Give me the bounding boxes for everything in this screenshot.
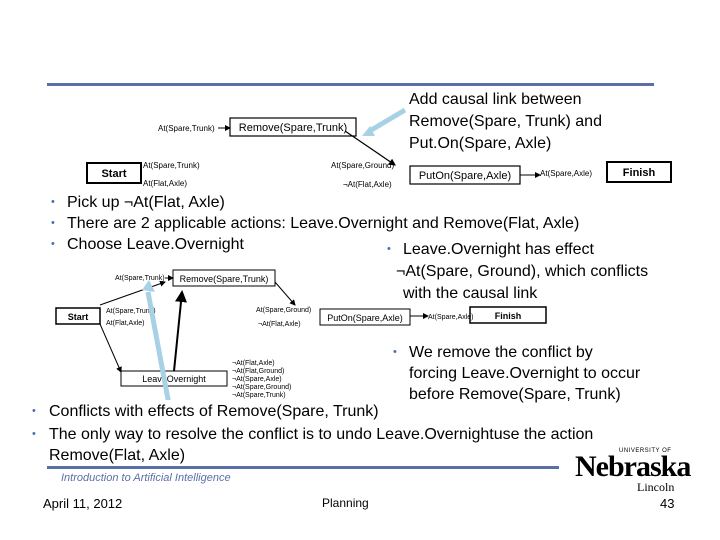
- bullet-text: ¬At(Spare, Ground), which conflicts: [396, 263, 649, 280]
- bullet-text: Remove(Flat, Axle): [49, 447, 186, 464]
- finish-precondition: At(Spare,Axle): [428, 314, 474, 321]
- bullet-text: forcing Leave.Overnight to occur: [409, 365, 641, 382]
- start-effect: At(Flat,Axle): [106, 320, 145, 327]
- bullet-dot: •: [32, 405, 36, 417]
- leave-overnight-label: LeaveOvernight: [142, 374, 206, 384]
- puton-precondition: At(Spare,Ground): [331, 161, 394, 170]
- bullet-dot: •: [32, 428, 36, 440]
- start-effect: At(Spare,Trunk): [106, 308, 156, 315]
- remove-action-label: Remove(Spare,Trunk): [239, 122, 347, 134]
- finish-box: [606, 161, 672, 183]
- start-effect: At(Spare,Trunk): [143, 161, 200, 170]
- bullet-text: We remove the conflict by: [409, 344, 593, 361]
- bullet-text: Pick up ¬At(Flat, Axle): [67, 194, 225, 211]
- puton-action-label: PutOn(Spare,Axle): [327, 313, 403, 323]
- leave-effect: ¬At(Flat,Ground): [232, 368, 284, 375]
- bottom-rule: [47, 466, 559, 469]
- start-box: [55, 307, 101, 325]
- callout-top-line: Add causal link between: [409, 91, 582, 108]
- callout-arrow: [145, 291, 171, 400]
- puton-action-label: PutOn(Spare,Axle): [419, 170, 511, 182]
- top-rule: [47, 83, 654, 86]
- slide-date: April 11, 2012: [43, 496, 123, 511]
- remove-precondition: At(Spare,Trunk): [115, 275, 165, 282]
- start-effect: At(Flat,Axle): [143, 179, 187, 188]
- remove-precondition: At(Spare,Trunk): [158, 124, 215, 133]
- callout-top-line: Put.On(Spare, Axle): [409, 135, 552, 152]
- bullet-text: The only way to resolve the conflict is …: [49, 426, 594, 443]
- logo-small-text: UNIVERSITY OF: [619, 448, 672, 454]
- university-logo: UNIVERSITY OF Nebraska Lincoln: [575, 446, 691, 494]
- finish-box: [469, 306, 547, 324]
- callout-arrow: [366, 107, 407, 135]
- bullet-text: Leave.Overnight has effect: [403, 241, 594, 258]
- bullet-text: Choose Leave.Overnight: [67, 236, 244, 253]
- slide-topic: Planning: [322, 496, 369, 510]
- course-title: Introduction to Artificial Intelligence: [61, 472, 231, 484]
- bullet-text: with the causal link: [403, 285, 538, 302]
- finish-label: Finish: [623, 167, 656, 179]
- start-label: Start: [68, 312, 89, 322]
- finish-label: Finish: [495, 311, 522, 321]
- bullet-dot: •: [51, 196, 55, 208]
- leave-effect: ¬At(Spare,Axle): [232, 376, 282, 383]
- start-label: Start: [101, 168, 126, 180]
- puton-precondition: At(Spare,Ground): [256, 307, 311, 314]
- leave-effect: ¬At(Flat,Axle): [232, 360, 275, 367]
- slide-number: 43: [660, 496, 675, 511]
- puton-precondition: ¬At(Flat,Axle): [343, 180, 392, 189]
- bullet-dot: •: [387, 243, 391, 255]
- puton-precondition: ¬At(Flat,Axle): [258, 321, 301, 328]
- finish-precondition: At(Spare,Axle): [540, 169, 592, 178]
- callout-top-line: Remove(Spare, Trunk) and: [409, 113, 602, 130]
- logo-city: Lincoln: [637, 480, 675, 494]
- leave-effect: ¬At(Spare,Trunk): [232, 392, 286, 399]
- puton-action-box: [319, 308, 411, 326]
- plan-diagram-2: Remove(Spare,Trunk) At(Spare,Trunk) Star…: [55, 269, 547, 400]
- bullet-text: Conflicts with effects of Remove(Spare, …: [49, 403, 379, 420]
- plan-diagram-1: Remove(Spare,Trunk) At(Spare,Trunk) Star…: [86, 107, 672, 189]
- logo-wordmark: Nebraska: [575, 450, 691, 483]
- leave-effect: ¬At(Spare,Ground): [232, 384, 291, 391]
- bullet-text: before Remove(Spare, Trunk): [409, 386, 621, 403]
- bullet-dot: •: [51, 238, 55, 250]
- ordering-arrow: [173, 290, 187, 372]
- bullet-text: There are 2 applicable actions: Leave.Ov…: [67, 215, 580, 232]
- bullet-dot: •: [51, 217, 55, 229]
- remove-action-label: Remove(Spare,Trunk): [180, 274, 269, 284]
- bullet-dot: •: [393, 346, 397, 358]
- start-box: [86, 162, 142, 184]
